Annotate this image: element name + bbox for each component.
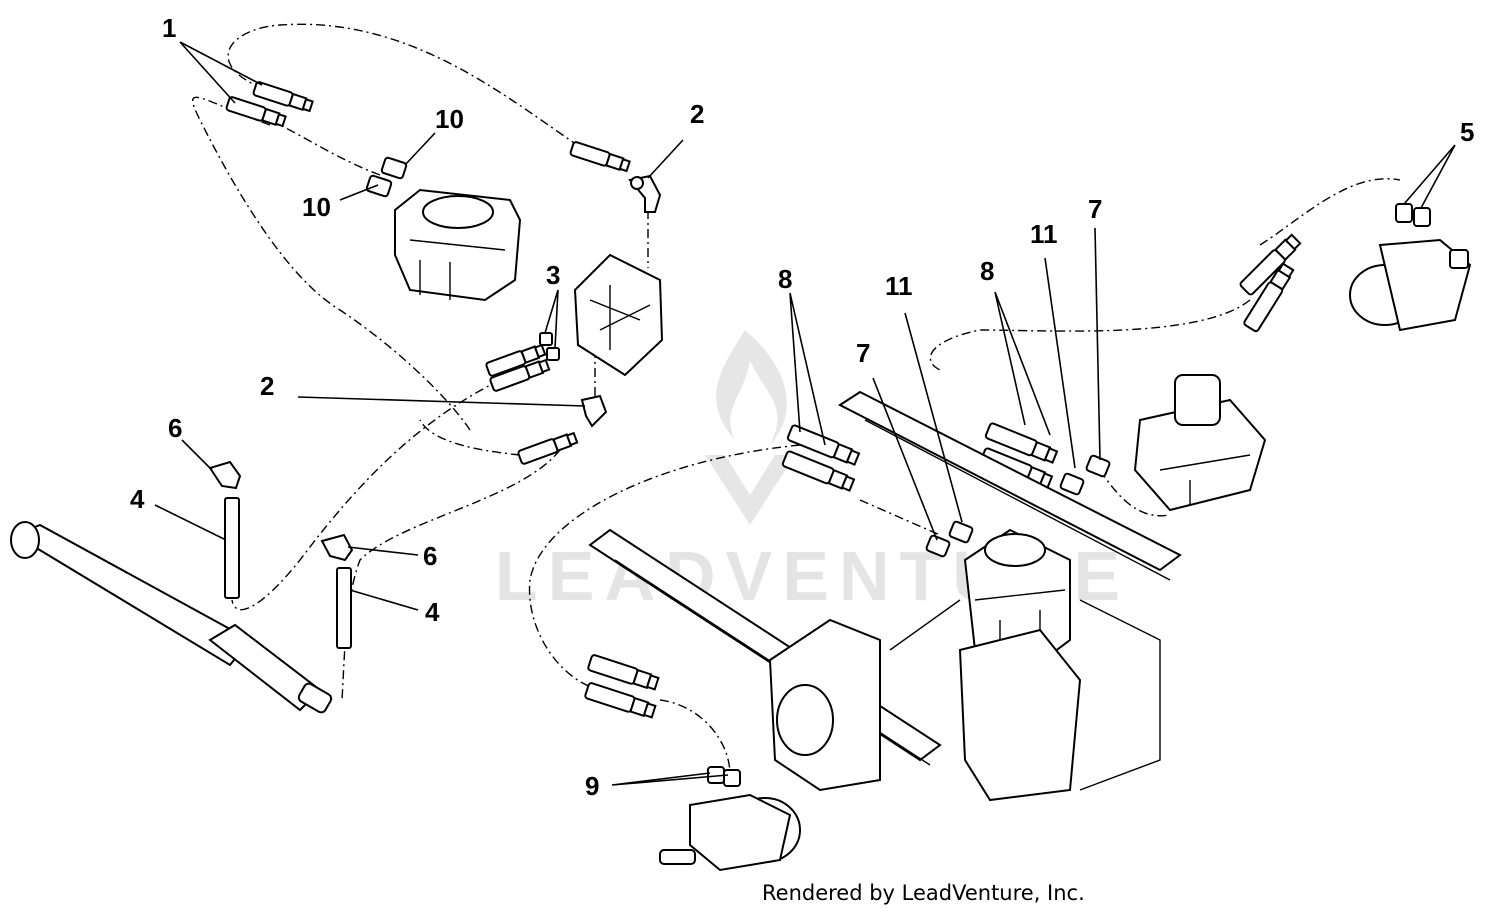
callout-4: 4 — [425, 597, 440, 627]
footer-credit: Rendered by LeadVenture, Inc. — [762, 881, 1085, 905]
callout-7: 7 — [856, 338, 870, 368]
callout-5: 5 — [1460, 117, 1474, 147]
callout-6: 6 — [423, 541, 437, 571]
callout-8: 8 — [980, 256, 994, 286]
components — [10, 188, 1472, 872]
callout-labels: 1 10 10 2 3 2 6 4 6 4 8 11 7 8 11 7 5 9 — [130, 13, 1474, 801]
callout-3: 3 — [546, 260, 560, 290]
callout-8: 8 — [778, 264, 792, 294]
callout-2: 2 — [690, 99, 704, 129]
callout-10: 10 — [302, 192, 331, 222]
callout-6: 6 — [168, 413, 182, 443]
callout-4: 4 — [130, 484, 145, 514]
callout-2: 2 — [260, 371, 274, 401]
callout-11: 11 — [1030, 219, 1058, 249]
callout-10: 10 — [435, 104, 464, 134]
callout-1: 1 — [162, 13, 176, 43]
watermark-logo — [705, 330, 795, 525]
callout-11: 11 — [885, 271, 913, 301]
adapters — [208, 156, 1431, 787]
hose-fittings — [224, 81, 1302, 719]
callout-9: 9 — [585, 771, 599, 801]
leader-lines — [154, 41, 1456, 786]
callout-7: 7 — [1088, 194, 1102, 224]
